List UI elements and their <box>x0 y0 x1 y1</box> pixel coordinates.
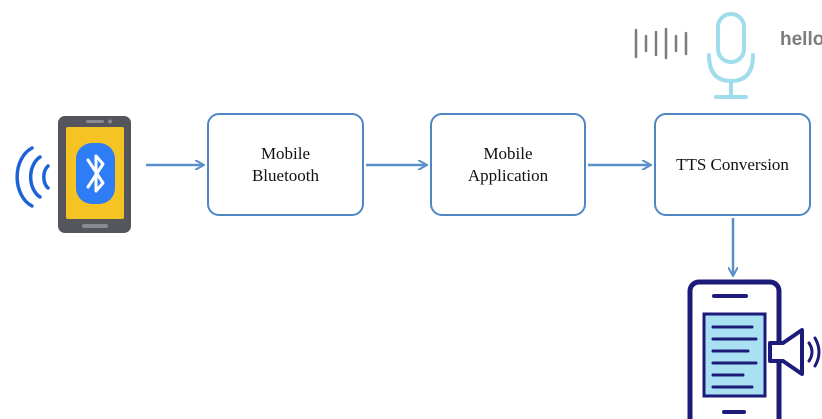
node-mobile-bluetooth-line1: Mobile <box>260 143 311 163</box>
sound-wave-icon <box>634 27 688 60</box>
node-mobile-application-line2: Application <box>467 165 549 185</box>
node-tts-conversion-label: TTS Conversion <box>676 154 789 174</box>
node-tts-conversion: TTS Conversion <box>654 113 811 216</box>
node-mobile-bluetooth: Mobile Bluetooth <box>207 113 364 216</box>
node-mobile-application: Mobile Application <box>430 113 586 216</box>
node-mobile-application-line1: Mobile <box>483 143 533 163</box>
bluetooth-phone-icon <box>58 116 131 233</box>
phone-speaker-icon <box>687 279 821 419</box>
microphone-icon <box>707 12 755 99</box>
voice-text-label: hello <box>780 29 822 50</box>
node-mobile-bluetooth-line2: Bluetooth <box>251 165 320 185</box>
wireless-signal-icon <box>15 146 50 208</box>
